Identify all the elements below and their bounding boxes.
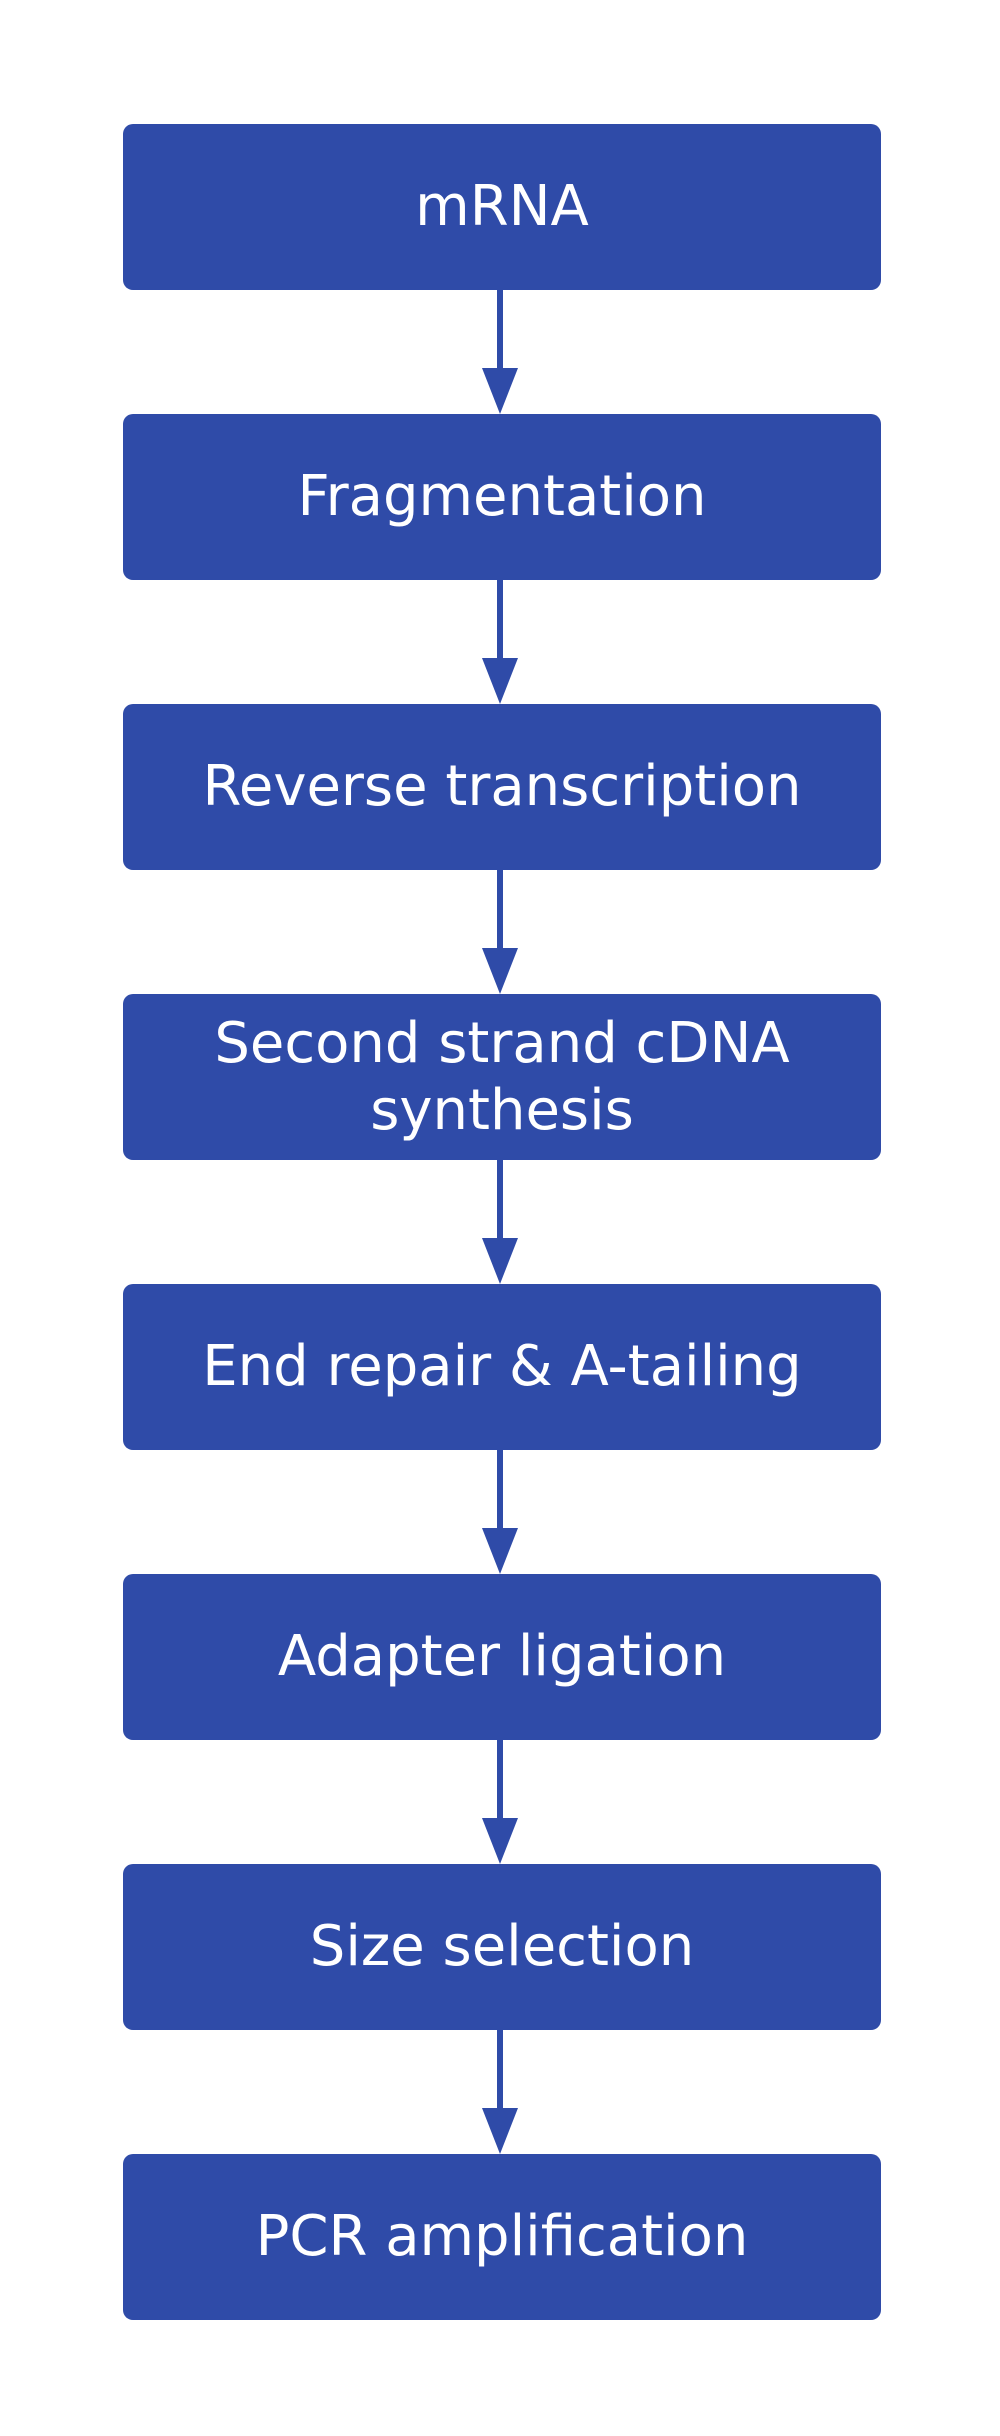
arrow-down-icon [482, 1160, 518, 1284]
step-label: Second strand cDNA synthesis [214, 1010, 790, 1143]
step-adapter-ligation: Adapter ligation [123, 1574, 881, 1740]
arrow-down-icon [482, 1450, 518, 1574]
step-label: mRNA [415, 174, 589, 240]
arrow-down-icon [482, 870, 518, 994]
step-label: Adapter ligation [277, 1624, 727, 1690]
step-fragmentation: Fragmentation [123, 414, 881, 580]
step-label: Size selection [309, 1914, 695, 1980]
step-end-repair-a-tailing: End repair & A-tailing [123, 1284, 881, 1450]
step-label: End repair & A-tailing [202, 1334, 802, 1400]
step-mrna: mRNA [123, 124, 881, 290]
arrow-down-icon [482, 290, 518, 414]
step-pcr-amplification: PCR amplification [123, 2154, 881, 2320]
arrow-down-icon [482, 2030, 518, 2154]
step-size-selection: Size selection [123, 1864, 881, 2030]
step-second-strand-cdna-synthesis: Second strand cDNA synthesis [123, 994, 881, 1160]
step-label: Fragmentation [297, 464, 707, 530]
arrow-down-icon [482, 580, 518, 704]
step-label: PCR amplification [255, 2204, 749, 2270]
arrow-down-icon [482, 1740, 518, 1864]
step-reverse-transcription: Reverse transcription [123, 704, 881, 870]
step-label: Reverse transcription [202, 754, 802, 820]
